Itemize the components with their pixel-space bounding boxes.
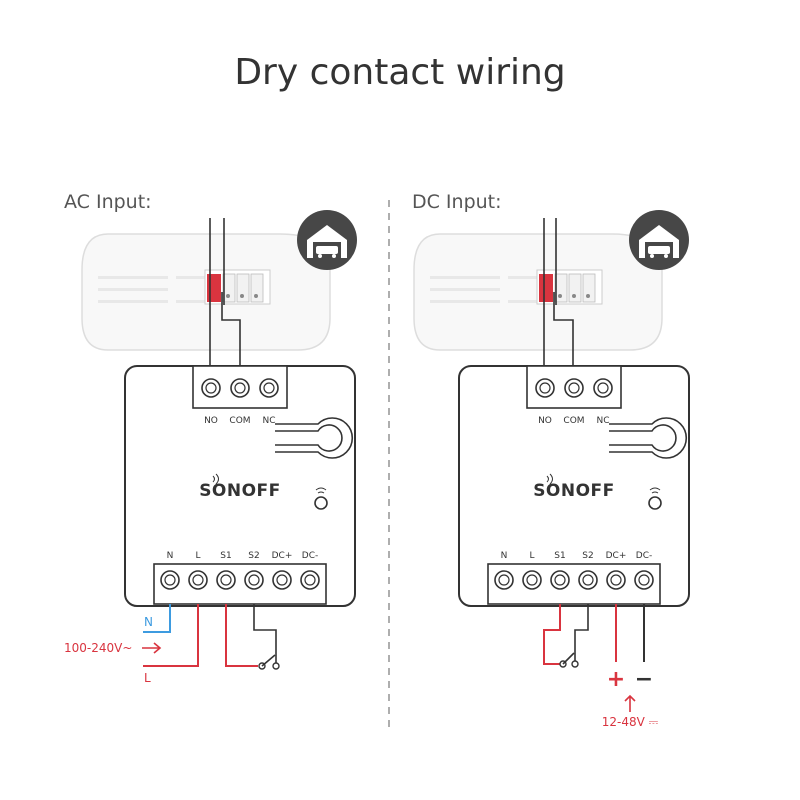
status-led — [648, 496, 662, 510]
terminal-label-nc: NC — [596, 416, 609, 426]
terminal-label-s2: S2 — [248, 551, 259, 561]
terminal-label-l: L — [529, 551, 534, 561]
opener-terminal-active — [539, 274, 553, 302]
top-terminal-screws — [535, 378, 613, 398]
sonoff-device-dc: NO COM NC SONOFF N L S1 S2 DC+ DC- — [458, 365, 690, 607]
s1-wire — [543, 604, 561, 665]
page-title: Dry contact wiring — [234, 52, 566, 93]
terminal-label-nc: NC — [262, 416, 275, 426]
wifi-icon — [212, 473, 219, 485]
terminal-label-s1: S1 — [220, 551, 231, 561]
top-terminal-screws — [201, 378, 279, 398]
terminal-label-com: COM — [229, 416, 250, 426]
ac-input-label: AC Input: — [64, 191, 152, 213]
sonoff-device-ac: NO COM NC SONOFF N L S1 S2 DC+ DC- — [124, 365, 356, 607]
s2-wire — [253, 604, 277, 666]
terminal-label-dcplus: DC+ — [272, 551, 293, 561]
dry-contact-switch — [559, 652, 579, 668]
dc-plus-label: + — [607, 667, 625, 692]
brand-logo: SONOFF — [199, 481, 281, 501]
terminal-label-no: NO — [538, 416, 552, 426]
dc-input-label: DC Input: — [412, 191, 502, 213]
terminal-label-l: L — [195, 551, 200, 561]
live-wire — [143, 604, 199, 667]
terminal-label-dcplus: DC+ — [606, 551, 627, 561]
wifi-icon — [546, 473, 553, 485]
garage-opener — [81, 233, 331, 351]
ac-voltage-label: 100-240V~ — [64, 641, 132, 655]
bottom-terminal-screws — [494, 570, 654, 590]
terminal-label-n: N — [501, 551, 508, 561]
dc-voltage-label: 12-48V ⎓ — [602, 715, 659, 729]
terminal-label-no: NO — [204, 416, 218, 426]
opener-terminal-active — [207, 274, 221, 302]
live-label: L — [144, 671, 151, 685]
terminal-label-dcminus: DC- — [636, 551, 652, 561]
brand-logo: SONOFF — [533, 481, 615, 501]
bottom-terminal-screws — [160, 570, 320, 590]
terminal-label-dcminus: DC- — [302, 551, 318, 561]
status-led — [314, 496, 328, 510]
neutral-wire — [143, 604, 171, 633]
garage-opener — [413, 233, 663, 351]
s2-wire — [574, 604, 589, 664]
terminal-label-com: COM — [563, 416, 584, 426]
terminal-label-n: N — [167, 551, 174, 561]
terminal-label-s1: S1 — [554, 551, 565, 561]
neutral-label: N — [144, 615, 153, 629]
s1-wire — [225, 604, 258, 667]
ac-panel: AC Input: — [64, 191, 357, 685]
dry-contact-switch — [258, 654, 280, 670]
led-signal-icon — [315, 487, 327, 494]
ac-voltage-arrow — [142, 642, 162, 654]
garage-icon — [629, 210, 689, 270]
dc-minus-label: − — [635, 667, 653, 692]
dc-voltage-arrow — [624, 694, 636, 712]
dc-panel: DC Input: — [412, 191, 690, 729]
led-signal-icon — [649, 487, 661, 494]
terminal-label-s2: S2 — [582, 551, 593, 561]
garage-icon — [297, 210, 357, 270]
